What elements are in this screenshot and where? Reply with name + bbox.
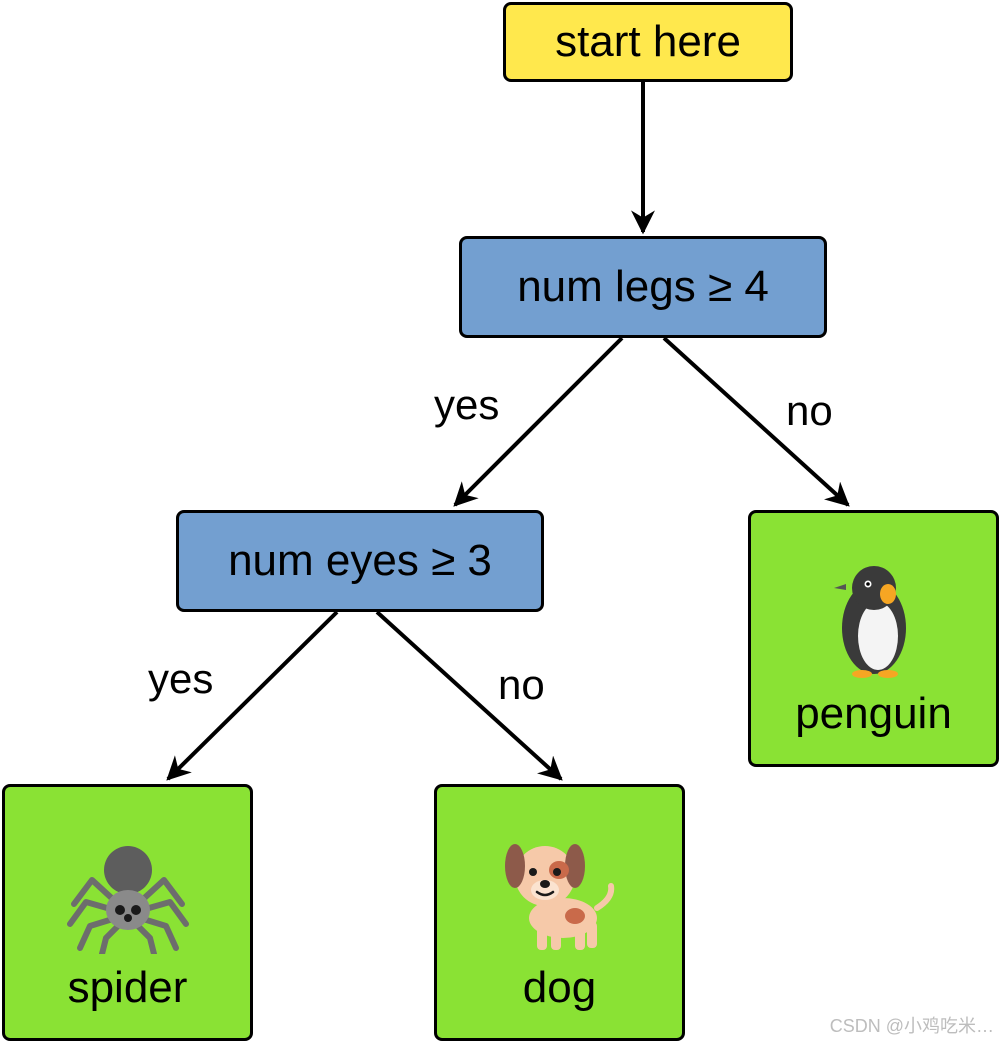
watermark: CSDN @小鸡吃米…	[830, 1012, 994, 1038]
edge-label-eyes-yes: yes	[148, 658, 213, 700]
spider-icon	[66, 844, 190, 954]
leaf-label-penguin: penguin	[795, 692, 952, 736]
edge-label-legs-yes: yes	[434, 384, 499, 426]
penguin-icon	[832, 560, 916, 680]
edge-label-legs-no: no	[786, 390, 833, 432]
edge-label-eyes-no: no	[498, 664, 545, 706]
decision-node-num-eyes-label: num eyes ≥ 3	[228, 539, 492, 583]
decision-node-num-legs-label: num legs ≥ 4	[517, 265, 769, 309]
leaf-node-dog: dog	[434, 784, 685, 1041]
leaf-node-penguin: penguin	[748, 510, 999, 767]
start-node: start here	[503, 2, 793, 82]
decision-node-num-legs: num legs ≥ 4	[459, 236, 827, 338]
leaf-node-spider: spider	[2, 784, 253, 1041]
leaf-label-dog: dog	[523, 966, 596, 1010]
start-node-label: start here	[555, 20, 741, 64]
decision-node-num-eyes: num eyes ≥ 3	[176, 510, 544, 612]
dog-icon	[501, 836, 619, 954]
leaf-label-spider: spider	[68, 966, 188, 1010]
